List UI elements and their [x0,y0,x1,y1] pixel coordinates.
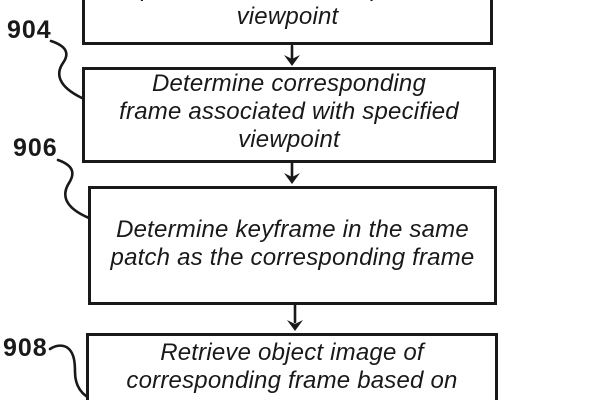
flow-box-908-text: Retrieve object image of corresponding f… [89,336,495,395]
box-text-line: representation from a specified [85,0,490,3]
leader-line-908 [48,344,88,398]
flow-box-906-text: Determine keyframe in the same patch as … [91,189,494,272]
box-text-line: corresponding frame based on [126,367,458,394]
box-text-line: viewpoint [236,3,339,30]
box-text-line: Determine keyframe in the same [116,216,469,243]
flow-arrow-1-head [284,55,300,66]
flow-box-904-text: Determine corresponding frame associated… [85,70,493,154]
flow-box-908: Retrieve object image of corresponding f… [86,333,498,400]
leader-line-906 [56,158,91,220]
flow-box-top-text: representation from a specified viewpoin… [85,0,490,31]
ref-label-906: 906 [13,134,58,162]
flow-box-top-clipped: representation from a specified viewpoin… [82,0,493,45]
box-text-line: Retrieve object image of [160,339,424,366]
box-text-line: frame associated with specified [119,98,459,125]
flow-box-906: Determine keyframe in the same patch as … [88,186,497,305]
leader-line-904 [49,39,84,100]
box-text-line: Determine corresponding [151,70,427,97]
ref-label-908: 908 [3,334,48,362]
flow-box-904: Determine corresponding frame associated… [82,67,496,163]
box-text-line: patch as the corresponding frame [110,244,475,271]
flow-arrow-3-head [287,320,303,331]
flow-arrow-2-head [284,173,300,184]
box-text-line: viewpoint [238,126,340,153]
ref-label-904: 904 [7,16,52,44]
